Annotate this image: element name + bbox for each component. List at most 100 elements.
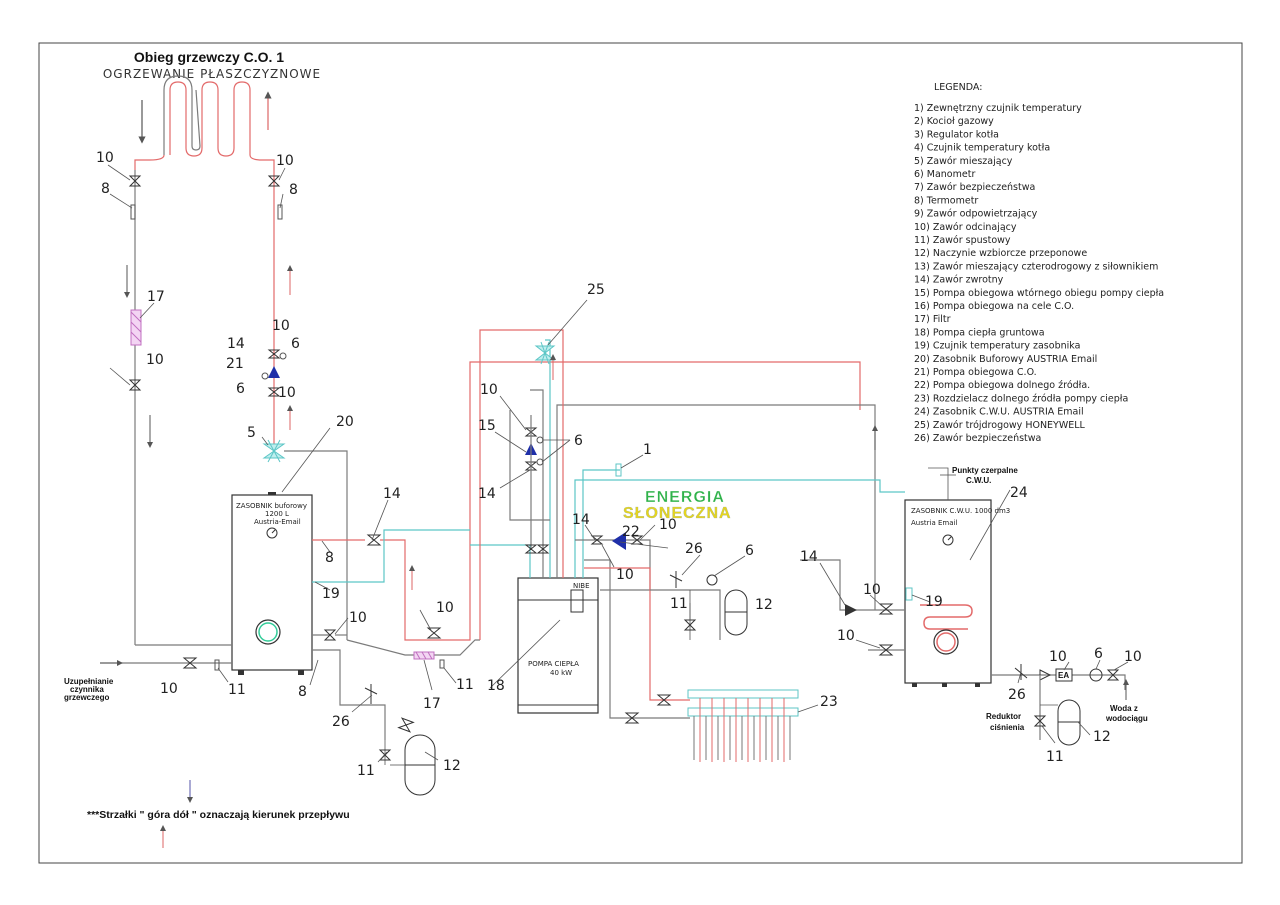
svg-text:10: 10 [146,352,164,368]
svg-text:10: 10 [96,150,114,166]
reducer-note-line2: ciśnienia [990,723,1025,732]
thermometer-icon [130,204,136,220]
callout-labels: 10 8 17 10 10 8 10 14 6 21 6 10 5 20 14 … [96,150,1142,779]
legend-item: 14) Zawór zwrotny [914,275,1004,286]
pump-21-icon [268,366,280,378]
svg-text:19: 19 [322,586,340,602]
svg-text:23: 23 [820,694,838,710]
dhw-tank-coil [920,604,973,630]
fill-note-line1: Uzupełnianie [64,677,114,686]
svg-text:10: 10 [659,517,677,533]
water-note-line1: Woda z [1110,704,1138,713]
svg-text:8: 8 [325,550,334,566]
svg-text:8: 8 [298,684,307,700]
legend-item: 18) Pompa ciepła gruntowa [914,327,1045,338]
legend-item: 15) Pompa obiegowa wtórnego obiegu pompy… [914,288,1164,299]
svg-text:10: 10 [837,628,855,644]
buffer-tank-coil [255,619,281,645]
svg-text:11: 11 [357,763,375,779]
mixing-valve-icon [262,439,286,463]
buffer-tank-gauge [266,527,278,539]
legend-item: 2) Kocioł gazowy [914,116,994,127]
svg-text:24: 24 [1010,485,1028,501]
svg-text:17: 17 [147,289,165,305]
svg-text:1: 1 [643,442,652,458]
sensor-icon [615,463,622,477]
svg-text:5: 5 [247,425,256,441]
shutoff-valve [128,379,142,391]
svg-text:25: 25 [587,282,605,298]
svg-text:19: 19 [925,594,943,610]
fill-note-line3: grzewczego [64,693,109,702]
svg-text:10: 10 [160,681,178,697]
water-note-line2: wodociągu [1105,714,1148,723]
svg-text:26: 26 [332,714,350,730]
circuit-subtitle: OGRZEWANIE PŁASZCZYZNOWE [103,67,321,81]
buffer-tank: ZASOBNIK buforowy 1200 L Austria-Email [231,492,313,675]
legend-item: 3) Regulator kotła [914,129,999,140]
svg-text:10: 10 [616,567,634,583]
dhw-tank: ZASOBNIK C.W.U. 1000 dm3 Austria Email [904,499,1010,687]
legend-item: 24) Zasobnik C.W.U. AUSTRIA Email [914,407,1084,418]
svg-text:12: 12 [1093,729,1111,745]
svg-text:11: 11 [456,677,474,693]
svg-text:10: 10 [480,382,498,398]
svg-text:22: 22 [622,524,640,540]
solar-label-line1: ENERGIA [645,489,725,506]
thermometer-icon [277,204,283,220]
legend-item: 23) Rozdzielacz dolnego źródła pompy cie… [914,393,1128,404]
svg-text:10: 10 [1124,649,1142,665]
legend-item: 13) Zawór mieszający czterodrogowy z sił… [914,261,1158,272]
legend-item: 12) Naczynie wzbiorcze przeponowe [914,248,1087,259]
svg-text:14: 14 [383,486,401,502]
svg-text:40 kW: 40 kW [550,669,572,677]
legend: LEGENDA: 1) Zewnętrzny czujnik temperatu… [914,82,1164,444]
legend-item: 10) Zawór odcinający [914,222,1017,233]
svg-text:15: 15 [478,418,496,434]
svg-text:11: 11 [228,682,246,698]
legend-item: 17) Filtr [914,314,951,325]
pump-22-icon [612,532,626,550]
legend-item: 7) Zawór bezpieczeństwa [914,182,1035,193]
svg-text:10: 10 [278,385,296,401]
floor-heating-coil [169,81,251,157]
svg-text:EA: EA [1058,671,1069,680]
svg-text:11: 11 [1046,749,1064,765]
legend-item: 21) Pompa obiegowa C.O. [914,367,1037,378]
svg-text:ZASOBNIK C.W.U. 1000 dm3: ZASOBNIK C.W.U. 1000 dm3 [911,507,1010,515]
svg-text:6: 6 [745,543,754,559]
solar-label-line2: SŁONECZNA [623,505,732,522]
legend-title: LEGENDA: [934,82,982,93]
svg-text:10: 10 [272,318,290,334]
svg-text:10: 10 [349,610,367,626]
svg-text:11: 11 [670,596,688,612]
check-valve-icon [845,604,857,616]
svg-text:12: 12 [755,597,773,613]
svg-text:18: 18 [487,678,505,694]
svg-text:Punkty czerpalne: Punkty czerpalne [952,466,1018,475]
svg-text:17: 17 [423,696,441,712]
heat-pump: NIBE POMPA CIEPŁA 40 kW [517,577,599,714]
svg-text:NIBE: NIBE [573,582,590,590]
svg-text:6: 6 [1094,646,1103,662]
dhw-tank-gauge [942,534,954,546]
svg-text:10: 10 [1049,649,1067,665]
ground-loop-distributor [687,689,799,762]
legend-item: 26) Zawór bezpieczeństwa [914,433,1041,444]
fill-note-line2: czynnika [70,685,104,694]
svg-text:6: 6 [574,433,583,449]
svg-text:6: 6 [291,336,300,352]
legend-item: 16) Pompa obiegowa na cele C.O. [914,301,1074,312]
svg-text:6: 6 [236,381,245,397]
svg-text:14: 14 [227,336,245,352]
circuit-title: Obieg grzewczy C.O. 1 [134,49,284,65]
legend-item: 4) Czujnik temperatury kotła [914,143,1050,154]
svg-text:8: 8 [289,182,298,198]
legend-item: 9) Zawór odpowietrzający [914,209,1038,220]
shutoff-valve [128,175,142,187]
legend-item: 25) Zawór trójdrogowy HONEYWELL [914,420,1086,431]
svg-text:10: 10 [276,153,294,169]
svg-text:12: 12 [443,758,461,774]
svg-text:1200 L: 1200 L [265,510,289,518]
